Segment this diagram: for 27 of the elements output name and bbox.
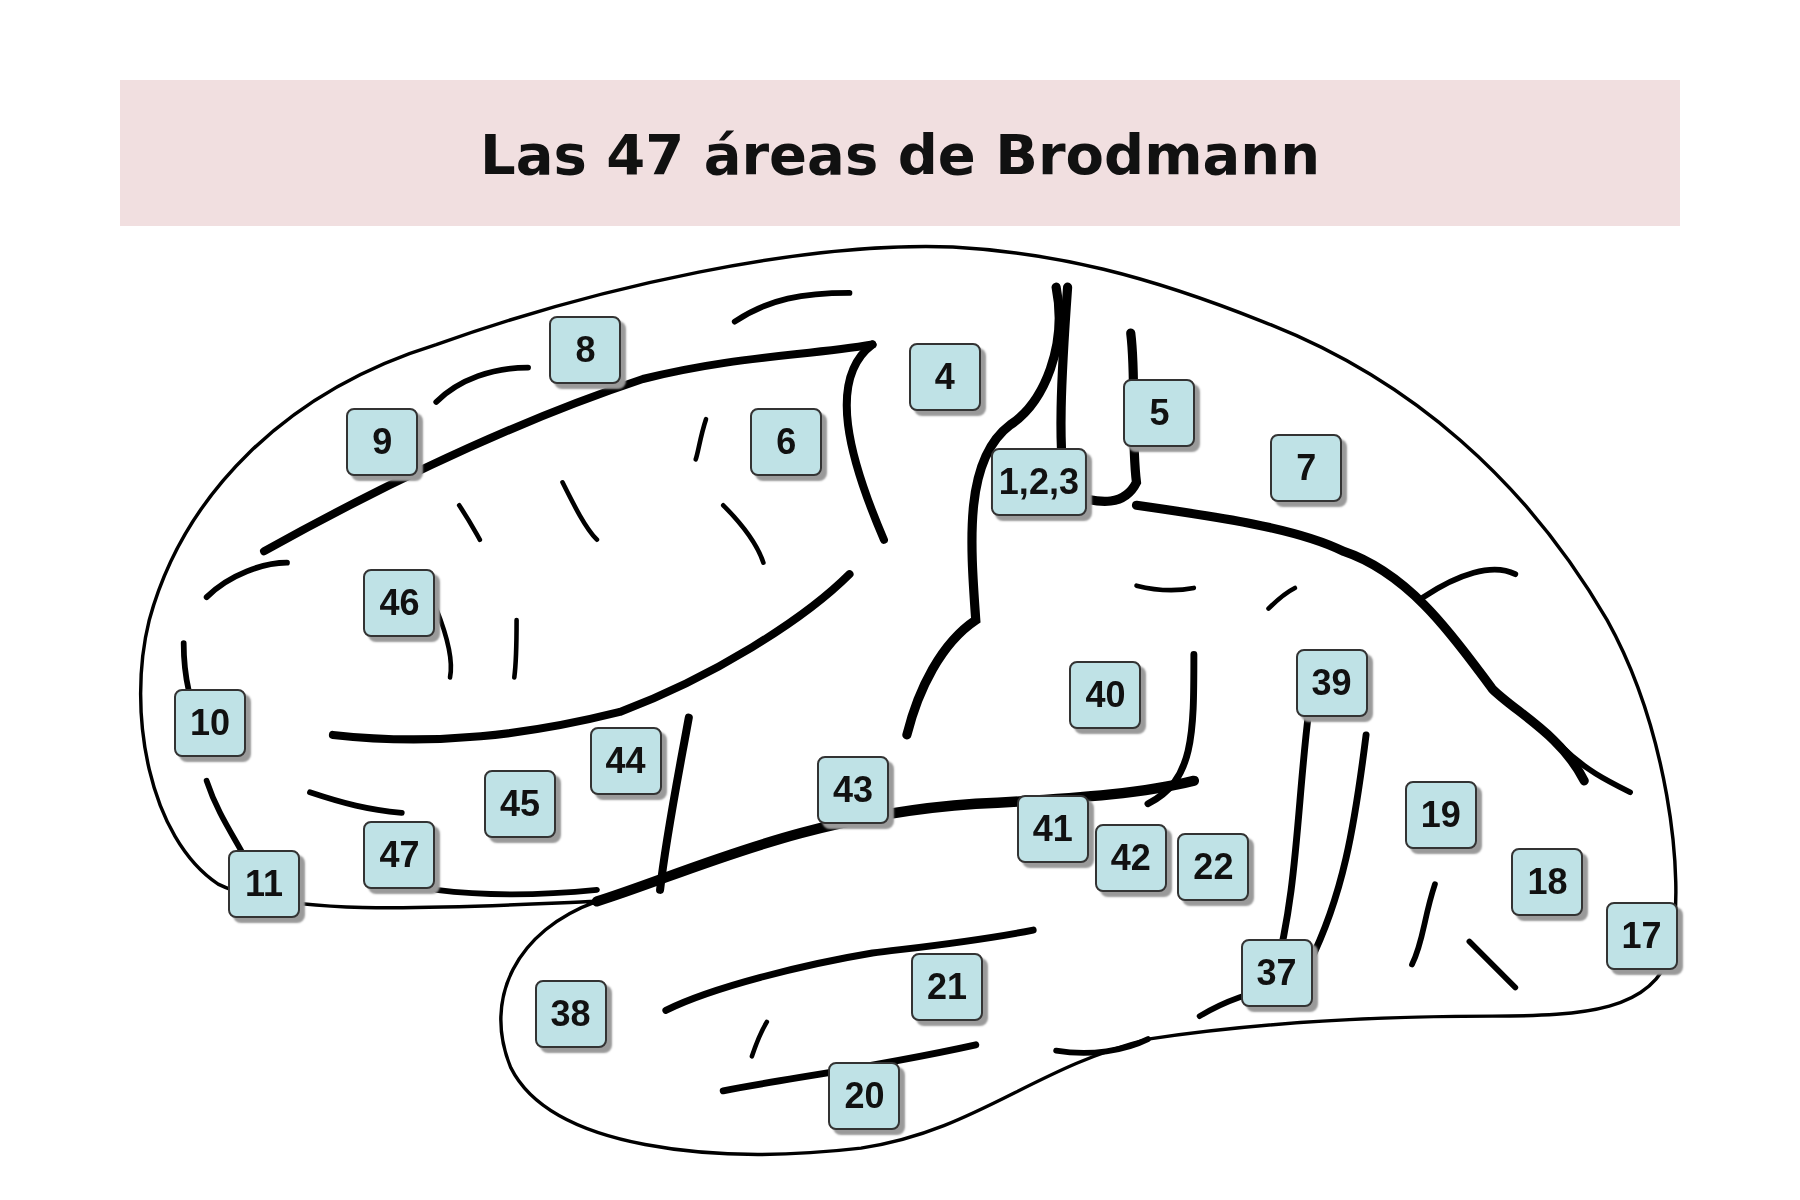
callout-number: 4 xyxy=(908,342,981,411)
callout-number: 5 xyxy=(1123,379,1196,448)
callout-number: 7 xyxy=(1270,434,1343,503)
callout-number: 47 xyxy=(363,821,436,890)
callout-number: 37 xyxy=(1240,939,1313,1008)
callout-number: 11 xyxy=(228,849,300,918)
callout-number: 19 xyxy=(1404,781,1477,850)
callout-number: 18 xyxy=(1511,847,1584,916)
callout-number: 43 xyxy=(816,755,889,824)
callout-number: 46 xyxy=(363,568,436,637)
callout-number: 10 xyxy=(174,689,247,758)
title: Las 47 áreas de Brodmann xyxy=(479,122,1321,187)
callout-number: 42 xyxy=(1094,823,1167,892)
callout-number: 6 xyxy=(750,407,823,476)
callout-number: 40 xyxy=(1069,660,1142,729)
callout-number: 17 xyxy=(1605,901,1678,970)
callout-number: 20 xyxy=(828,1062,901,1131)
callout-number: 39 xyxy=(1295,649,1368,718)
callout-number: 9 xyxy=(346,407,419,476)
callout-number: 41 xyxy=(1016,794,1089,863)
callout-number: 8 xyxy=(549,316,622,385)
callout-number: 38 xyxy=(534,979,607,1048)
callout-number: 22 xyxy=(1177,832,1250,901)
callout-number: 45 xyxy=(484,769,556,838)
callout-number: 44 xyxy=(589,727,662,796)
callout-number: 1,2,3 xyxy=(990,448,1087,517)
callout-number: 21 xyxy=(911,953,984,1022)
